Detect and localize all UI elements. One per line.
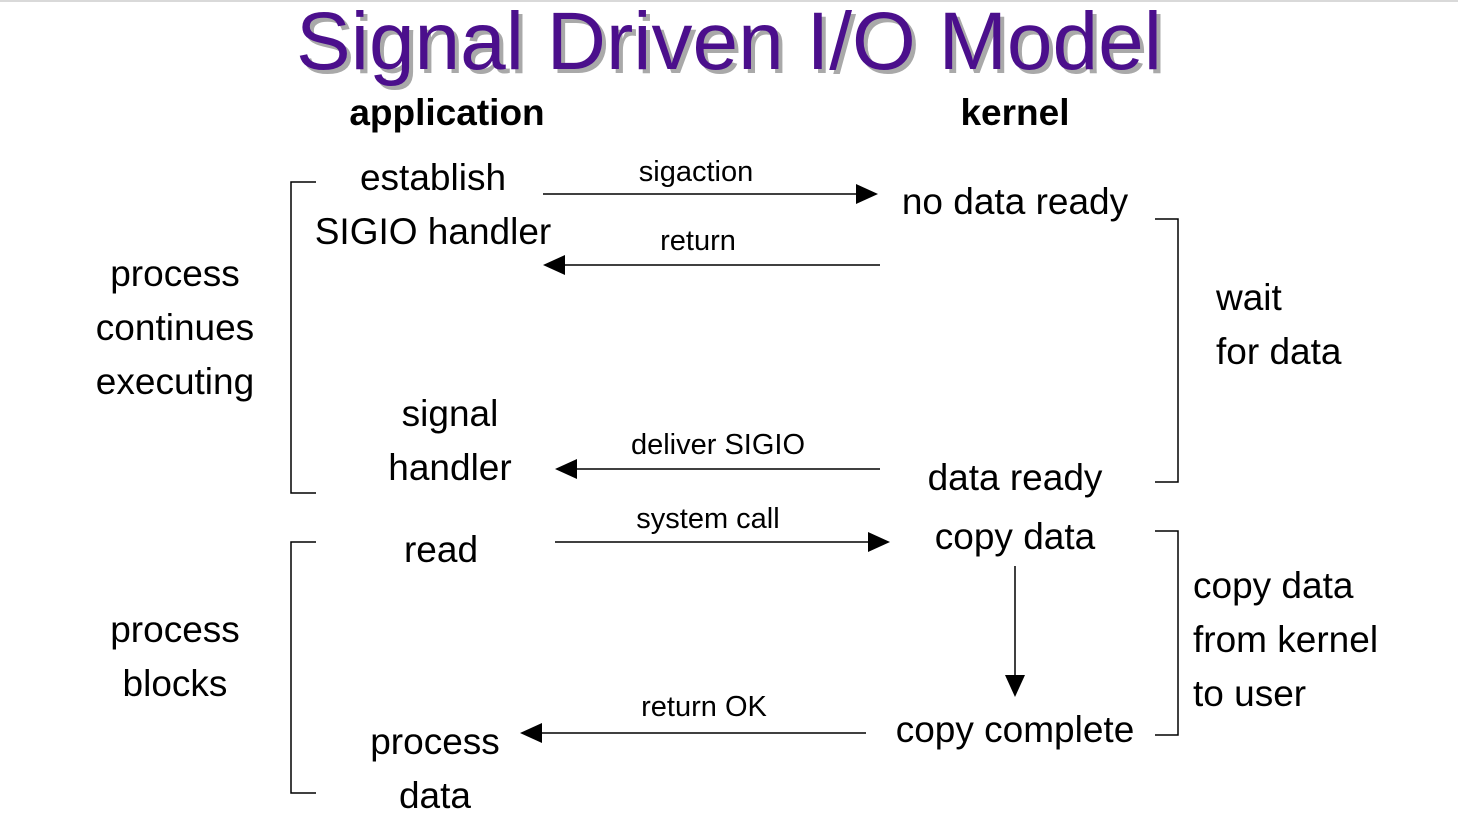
return-ok-arrowhead (520, 723, 542, 743)
establish-line-2: SIGIO handler (314, 211, 552, 252)
copy-to-user-line-2: from kernel (1193, 619, 1379, 660)
copy-to-user-line-1: copy data (1193, 565, 1354, 606)
process-blocks-label: process blocks (70, 603, 280, 711)
process-blocks-line-1: process (110, 609, 240, 650)
signal-handler-line-1: signal (401, 393, 499, 434)
process-continues-line-1: process (110, 253, 240, 294)
bracket-wait-for-data (1155, 218, 1179, 483)
sigaction-arrowhead (856, 184, 878, 204)
system-call-arrowhead (868, 532, 890, 552)
copy-data-label: copy data (934, 516, 1096, 557)
no-data-ready-label: no data ready (901, 181, 1129, 222)
establish-sigio-handler-label: establish SIGIO handler (283, 151, 583, 259)
return-arrowhead (543, 255, 565, 275)
application-column-header: application (349, 92, 545, 133)
copy-to-user-label: copy data from kernel to user (1193, 559, 1378, 721)
process-continues-line-2: continues (95, 307, 255, 348)
diagram-title: Signal Driven I/O Model (296, 0, 1162, 87)
bracket-process-continues (290, 181, 316, 494)
bracket-process-blocks (290, 541, 316, 794)
process-continues-line-3: executing (95, 361, 255, 402)
deliver-sigio-arrow-label: deliver SIGIO (630, 429, 806, 461)
signal-handler-line-2: handler (388, 447, 512, 488)
system-call-arrow-label: system call (636, 503, 780, 535)
wait-for-data-line-2: for data (1216, 331, 1342, 372)
data-ready-label: data ready (927, 457, 1103, 498)
process-data-label: process data (335, 715, 535, 823)
read-label: read (403, 529, 479, 570)
process-data-line-2: data (398, 775, 471, 816)
kernel-column-header: kernel (960, 92, 1070, 133)
deliver-sigio-arrowhead (555, 459, 577, 479)
wait-for-data-line-1: wait (1216, 277, 1282, 318)
bracket-copy-to-user (1155, 530, 1179, 736)
process-blocks-line-2: blocks (122, 663, 228, 704)
process-data-line-1: process (370, 721, 500, 762)
sigaction-arrow-label: sigaction (638, 156, 754, 188)
copy-to-user-line-3: to user (1193, 673, 1307, 714)
return-arrow-label: return (660, 225, 736, 257)
wait-for-data-label: wait for data (1216, 271, 1341, 379)
copy-data-down-arrowhead (1005, 675, 1025, 697)
top-rule (0, 0, 1458, 2)
return-ok-arrow-label: return OK (641, 691, 767, 723)
copy-complete-label: copy complete (895, 709, 1135, 750)
process-continues-label: process continues executing (70, 247, 280, 409)
signal-handler-label: signal handler (330, 387, 570, 495)
establish-line-1: establish (359, 157, 507, 198)
